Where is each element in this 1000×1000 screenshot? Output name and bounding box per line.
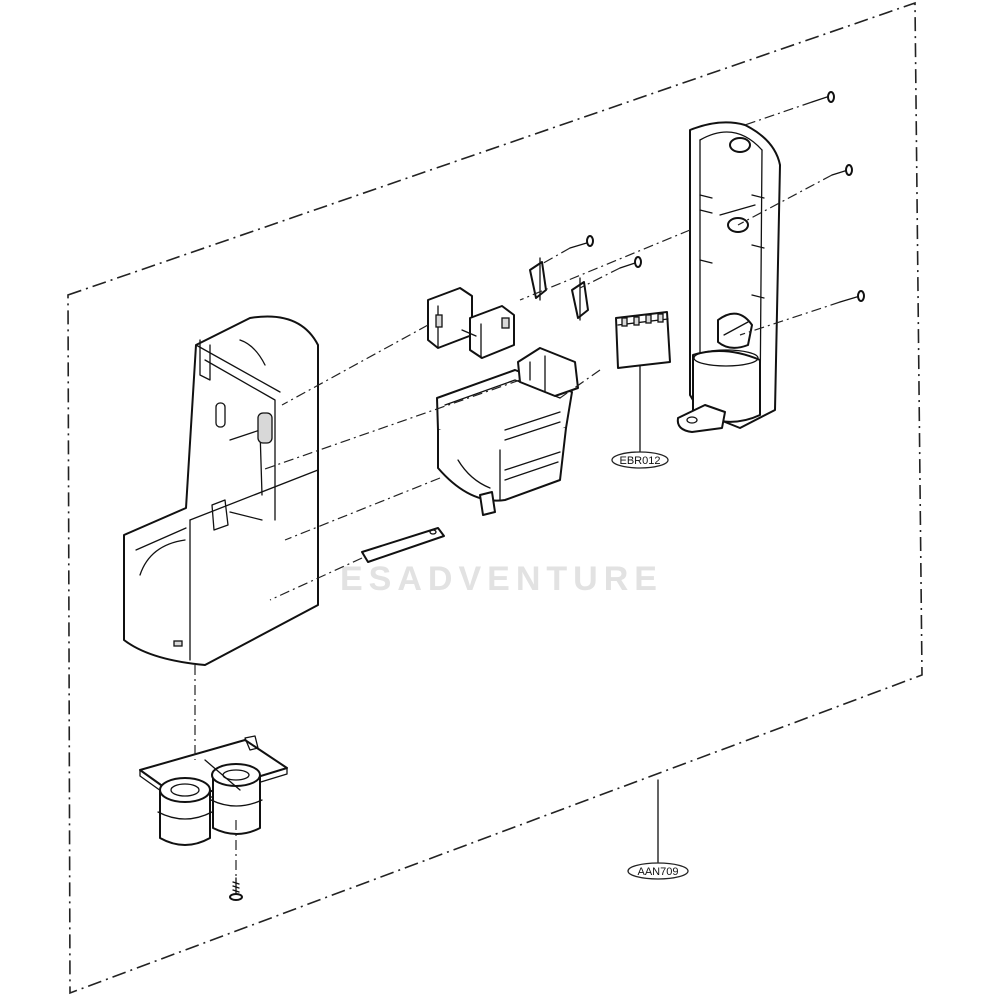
watermark-text: ESADVENTURE: [340, 560, 663, 598]
callout-aan709: AAN709: [627, 779, 689, 880]
bottom-cup-tray: [139, 735, 288, 846]
assembly-boundary: [67, 1, 923, 995]
pcb-module: [615, 311, 671, 369]
rear-cover: [676, 121, 781, 433]
bottom-screw: [229, 877, 243, 901]
rear-cover-screws: [811, 91, 865, 303]
metal-strip: [361, 527, 445, 563]
callout-ebr012: EBR012: [611, 365, 669, 469]
small-clips: [529, 257, 589, 321]
callout-ebr012-label: EBR012: [620, 455, 661, 467]
middle-screws: [569, 235, 642, 269]
callout-aan709-label: AAN709: [638, 866, 679, 878]
switch-blocks: [427, 287, 515, 359]
motor-pump-unit: [436, 347, 579, 516]
main-housing: [123, 315, 319, 666]
assembly-leader-lines: [194, 101, 841, 878]
